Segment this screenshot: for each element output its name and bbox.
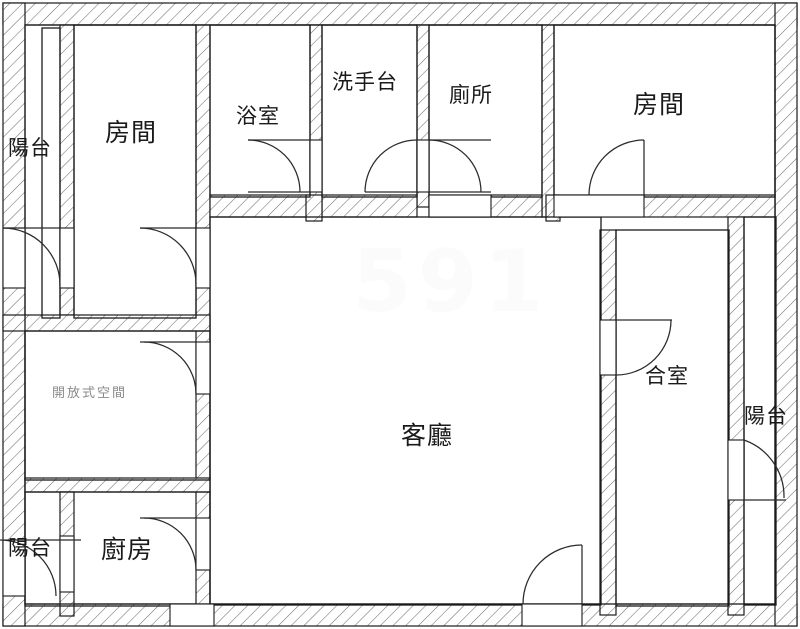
door-leaves-and-swings — [0, 139, 786, 605]
door-openings — [2, 139, 745, 627]
room-outlines — [24, 24, 777, 607]
